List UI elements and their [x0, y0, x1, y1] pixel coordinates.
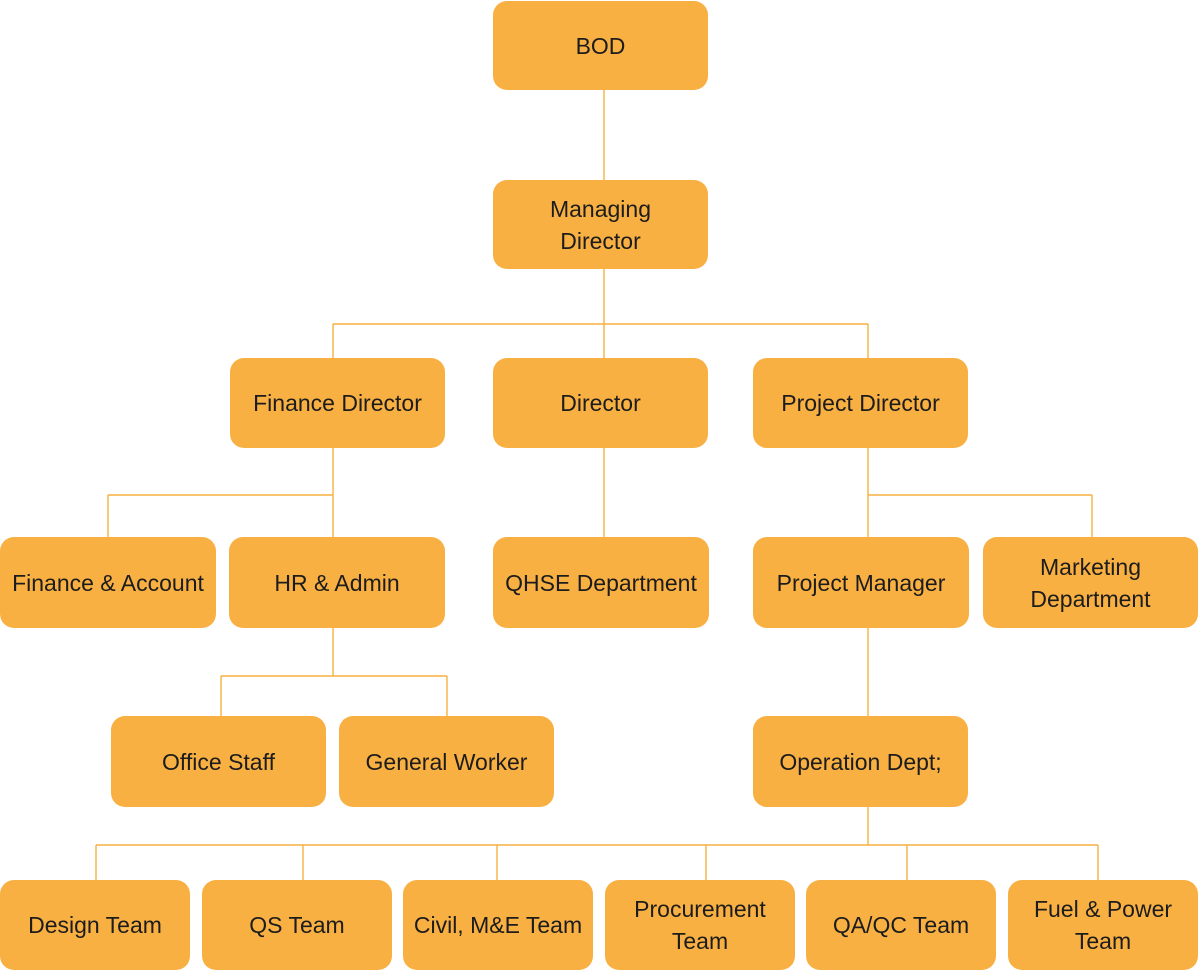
node-label: HR & Admin: [274, 569, 400, 596]
node-design-team: Design Team: [0, 880, 190, 970]
node-label: Office Staff: [162, 748, 275, 775]
node-office-staff: Office Staff: [111, 716, 326, 807]
node-bod: BOD: [493, 1, 708, 90]
node-label: Director: [560, 390, 641, 416]
node-fuel-power-team: Fuel & Power Team: [1008, 880, 1198, 970]
node-civil-me-team: Civil, M&E Team: [403, 880, 593, 970]
node-label: QA/QC Team: [832, 912, 970, 938]
node-managing-director: Managing Director: [493, 180, 708, 269]
node-label: Project Manager: [776, 569, 946, 596]
node-label: QS Team: [249, 912, 345, 938]
node-qs-team: QS Team: [202, 880, 392, 970]
node-procurement-team: Procurement Team: [605, 880, 795, 970]
node-label: Finance & Account: [12, 569, 204, 596]
node-project-manager: Project Manager: [753, 537, 969, 628]
node-director: Director: [493, 358, 708, 448]
node-general-worker: General Worker: [339, 716, 554, 807]
node-label: Project Director: [781, 390, 940, 416]
node-label: BOD: [575, 32, 626, 59]
node-label: General Worker: [365, 748, 528, 775]
node-operation-dept: Operation Dept;: [753, 716, 968, 807]
node-qhse-department: QHSE Department: [493, 537, 709, 628]
node-label: Design Team: [28, 912, 162, 938]
node-label: Marketing Department: [1030, 553, 1151, 612]
node-hr-admin: HR & Admin: [229, 537, 445, 628]
node-label: Civil, M&E Team: [413, 912, 583, 938]
node-finance-director: Finance Director: [230, 358, 445, 448]
node-label: Fuel & Power Team: [1033, 896, 1173, 954]
node-qaqc-team: QA/QC Team: [806, 880, 996, 970]
node-label: Managing Director: [549, 195, 652, 254]
node-marketing-department: Marketing Department: [983, 537, 1198, 628]
node-label: Finance Director: [253, 390, 422, 416]
node-label: Operation Dept;: [779, 748, 942, 775]
node-project-director: Project Director: [753, 358, 968, 448]
node-label: Procurement Team: [634, 896, 766, 954]
node-label: QHSE Department: [505, 569, 697, 596]
node-finance-account: Finance & Account: [0, 537, 216, 628]
